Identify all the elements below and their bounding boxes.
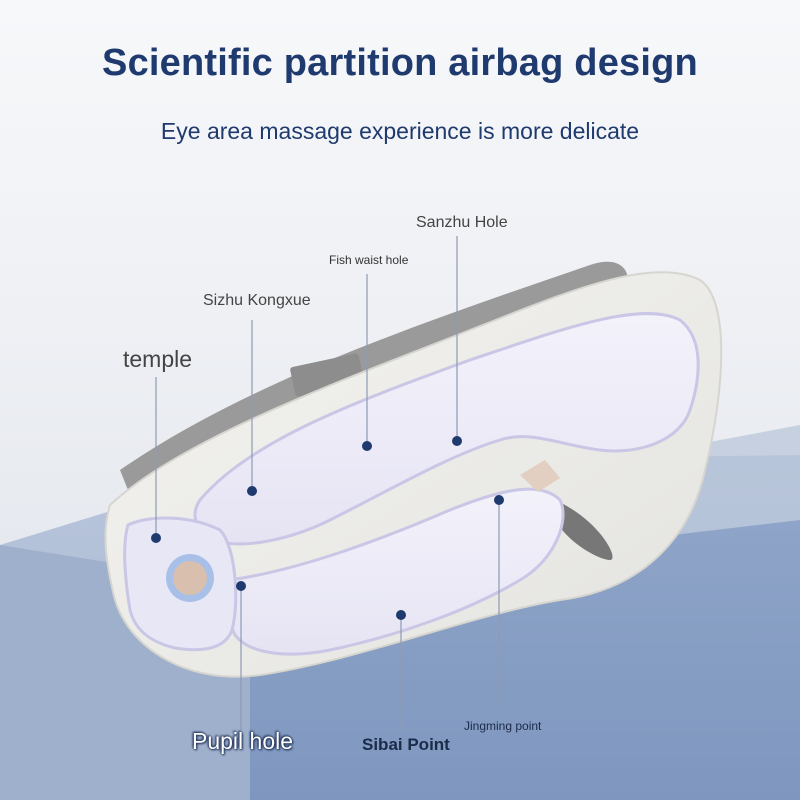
dot-jingming-point bbox=[494, 495, 504, 505]
label-sanzhu-hole: Sanzhu Hole bbox=[416, 214, 508, 231]
dot-fish-waist-hole bbox=[362, 441, 372, 451]
callout-dots bbox=[151, 436, 504, 620]
bridge-accent bbox=[520, 460, 560, 492]
label-sizhu-kongxue: Sizhu Kongxue bbox=[203, 292, 311, 309]
dot-pupil-hole bbox=[236, 581, 246, 591]
label-fish-waist-hole: Fish waist hole bbox=[329, 253, 409, 267]
page-title: Scientific partition airbag design bbox=[102, 42, 698, 84]
dot-sibai-point bbox=[396, 610, 406, 620]
upper-airbag bbox=[193, 312, 700, 546]
dot-sanzhu-hole bbox=[452, 436, 462, 446]
callout-lines bbox=[155, 236, 500, 730]
page-subtitle: Eye area massage experience is more deli… bbox=[160, 118, 640, 144]
label-sibai-point: Sibai Point bbox=[362, 735, 450, 754]
temple-pad bbox=[123, 516, 238, 652]
dot-temple bbox=[151, 533, 161, 543]
label-temple: temple bbox=[123, 346, 193, 372]
label-jingming-point: Jingming point bbox=[464, 719, 542, 733]
dot-sizhu-kongxue bbox=[247, 486, 257, 496]
lower-airbag bbox=[223, 487, 565, 656]
label-pupil-hole: Pupil hole bbox=[192, 728, 294, 754]
